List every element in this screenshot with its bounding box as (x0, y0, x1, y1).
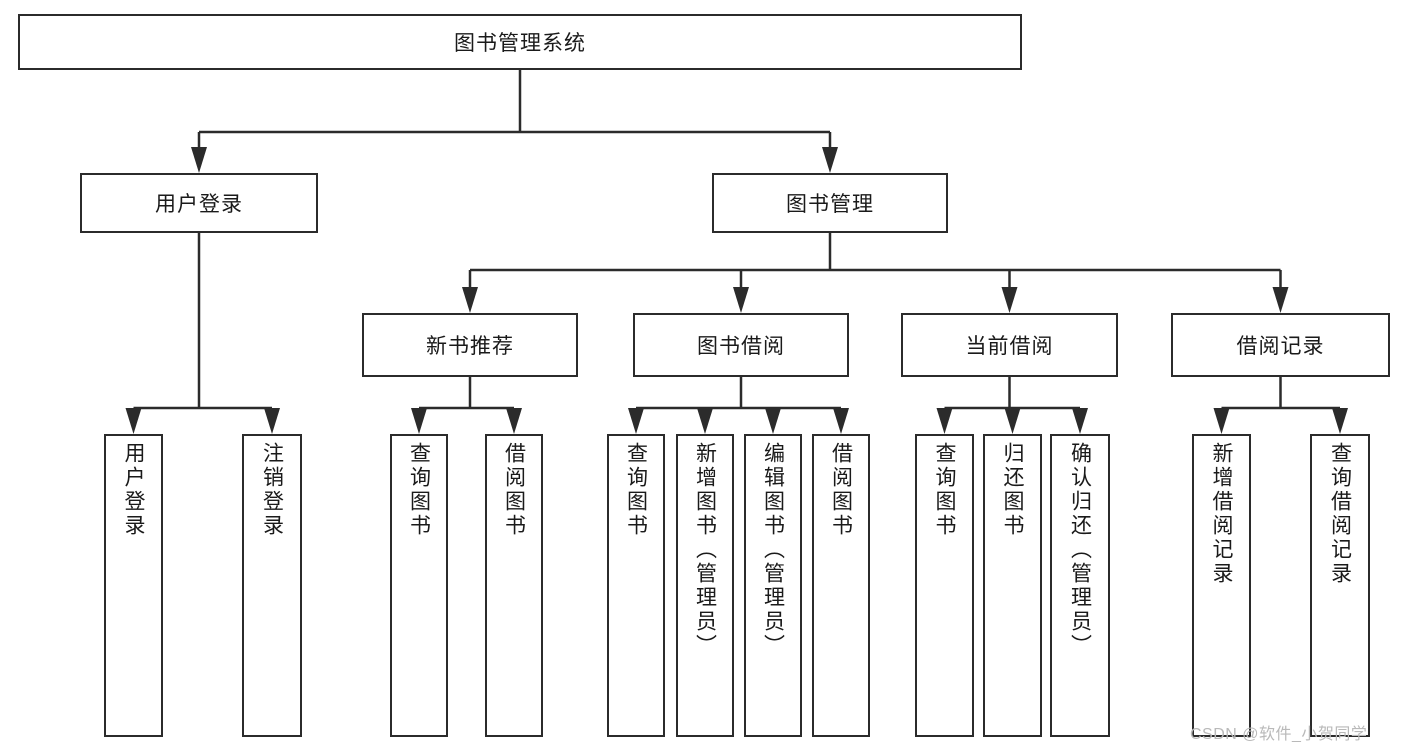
node-records[interactable]: 借阅记录 (1171, 313, 1390, 377)
node-label: 查询图书 (933, 442, 956, 538)
node-current[interactable]: 当前借阅 (901, 313, 1118, 377)
arrowhead-borrow-0 (628, 408, 644, 434)
node-leaf-new-borrow[interactable]: 借阅图书 (485, 434, 543, 737)
node-leaf-cur-return[interactable]: 归还图书 (983, 434, 1042, 737)
node-label: 新书推荐 (426, 335, 514, 358)
arrowhead-newbook-0 (411, 408, 427, 434)
node-label: 查询图书 (624, 442, 648, 538)
node-label: 确认归还（管理员） (1068, 442, 1092, 658)
node-leaf-cur-confirm[interactable]: 确认归还（管理员） (1050, 434, 1110, 737)
arrowhead-root-1 (822, 147, 838, 173)
arrowhead-current-2 (1072, 408, 1088, 434)
arrowhead-borrow-1 (697, 408, 713, 434)
node-login[interactable]: 用户登录 (80, 173, 318, 233)
node-label: 查询借阅记录 (1328, 442, 1352, 586)
node-label: 归还图书 (1001, 442, 1024, 538)
node-leaf-borrow-lend[interactable]: 借阅图书 (812, 434, 870, 737)
node-label: 编辑图书（管理员） (761, 442, 785, 658)
node-label: 用户登录 (122, 442, 145, 538)
arrowhead-root-0 (191, 147, 207, 173)
arrowhead-bookmgmt-2 (1001, 287, 1018, 313)
node-label: 查询图书 (407, 442, 431, 538)
node-leaf-borrow-add[interactable]: 新增图书（管理员） (676, 434, 734, 737)
node-label: 用户登录 (155, 193, 243, 216)
node-leaf-user-login[interactable]: 用户登录 (104, 434, 163, 737)
node-label: 图书借阅 (697, 335, 785, 358)
node-label: 注销登录 (260, 442, 284, 538)
node-label: 借阅记录 (1236, 335, 1325, 358)
arrowhead-records-1 (1332, 408, 1348, 434)
arrowhead-bookmgmt-0 (462, 287, 478, 313)
arrowhead-current-1 (1004, 408, 1021, 434)
node-borrow[interactable]: 图书借阅 (633, 313, 849, 377)
arrowhead-bookmgmt-3 (1272, 287, 1289, 313)
node-leaf-rec-query[interactable]: 查询借阅记录 (1310, 434, 1370, 737)
node-leaf-borrow-edit[interactable]: 编辑图书（管理员） (744, 434, 802, 737)
node-label: 图书管理 (786, 193, 874, 216)
node-label: 借阅图书 (829, 442, 853, 538)
node-root[interactable]: 图书管理系统 (18, 14, 1022, 70)
node-leaf-cur-query[interactable]: 查询图书 (915, 434, 974, 737)
node-leaf-user-logout[interactable]: 注销登录 (242, 434, 302, 737)
arrowhead-bookmgmt-1 (733, 287, 749, 313)
arrowhead-borrow-3 (833, 408, 849, 434)
node-label: 新增借阅记录 (1210, 442, 1233, 586)
arrowhead-records-0 (1213, 408, 1230, 434)
node-label: 新增图书（管理员） (693, 442, 717, 658)
arrowhead-login-1 (264, 408, 280, 434)
watermark-label: CSDN @软件_小贺同学 (1190, 726, 1368, 743)
node-label: 借阅图书 (502, 442, 526, 538)
arrowhead-current-0 (936, 408, 953, 434)
arrowhead-borrow-2 (765, 408, 781, 434)
node-leaf-new-query[interactable]: 查询图书 (390, 434, 448, 737)
node-bookmgmt[interactable]: 图书管理 (712, 173, 948, 233)
arrowhead-newbook-1 (506, 408, 522, 434)
node-label: 当前借阅 (965, 335, 1054, 358)
arrowhead-login-0 (125, 408, 142, 434)
node-label: 图书管理系统 (454, 32, 586, 55)
node-leaf-borrow-query[interactable]: 查询图书 (607, 434, 665, 737)
node-leaf-rec-add[interactable]: 新增借阅记录 (1192, 434, 1251, 737)
node-newbook[interactable]: 新书推荐 (362, 313, 578, 377)
